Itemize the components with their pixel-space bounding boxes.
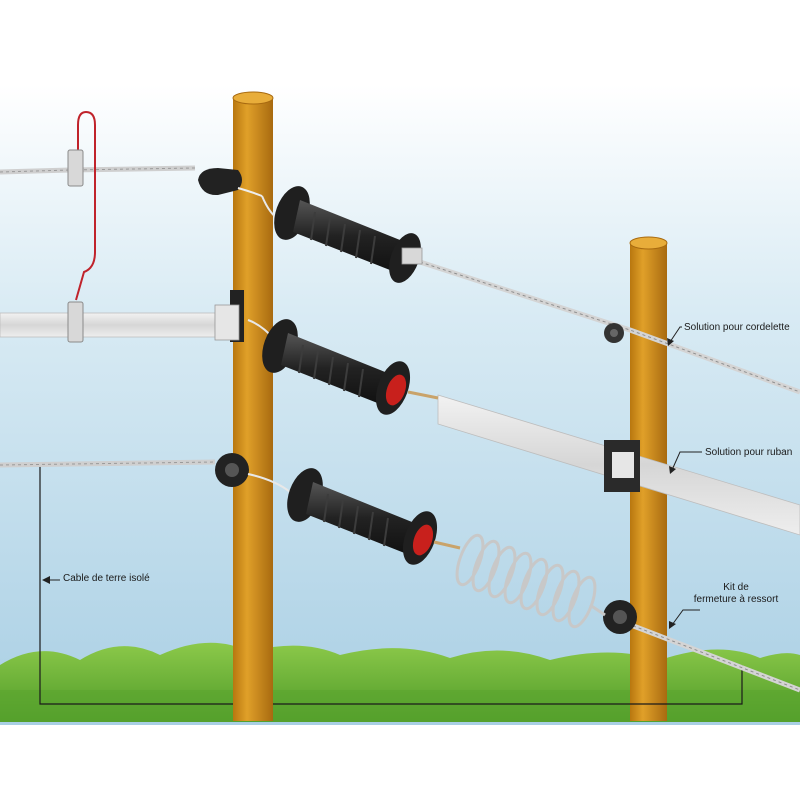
spring-icon <box>455 533 606 629</box>
gate-handle-icon <box>247 468 461 565</box>
jumper-cable <box>67 110 96 343</box>
grass <box>0 642 800 722</box>
callout-terre <box>42 576 60 584</box>
label-solution-ruban: Solution pour ruban <box>705 447 793 458</box>
fence-post-left <box>232 91 274 721</box>
label-kit-line2: fermeture à ressort <box>693 594 779 605</box>
callout-ruban <box>669 451 702 474</box>
gate-handle-icon <box>261 186 423 283</box>
label-kit-fermeture: Kit de fermeture à ressort <box>688 582 784 606</box>
label-kit-line1: Kit de <box>723 582 749 593</box>
callout-kit <box>669 609 700 629</box>
ground-cable <box>39 465 743 705</box>
callout-cordelette <box>667 326 682 346</box>
tape-insulator-back <box>604 440 640 492</box>
ring-insulator-icon <box>215 453 249 487</box>
insulator-back-top <box>604 323 624 343</box>
ring-insulator-back <box>603 600 637 634</box>
tape-insulator-icon <box>214 290 244 342</box>
wire-bottom-left <box>0 459 216 468</box>
label-solution-cordelette: Solution pour cordelette <box>684 322 790 333</box>
gate-handle-icon <box>247 319 439 415</box>
ruban-left <box>0 312 216 338</box>
insulator-icon <box>198 168 263 197</box>
label-cable-terre: Cable de terre isolé <box>63 573 150 584</box>
